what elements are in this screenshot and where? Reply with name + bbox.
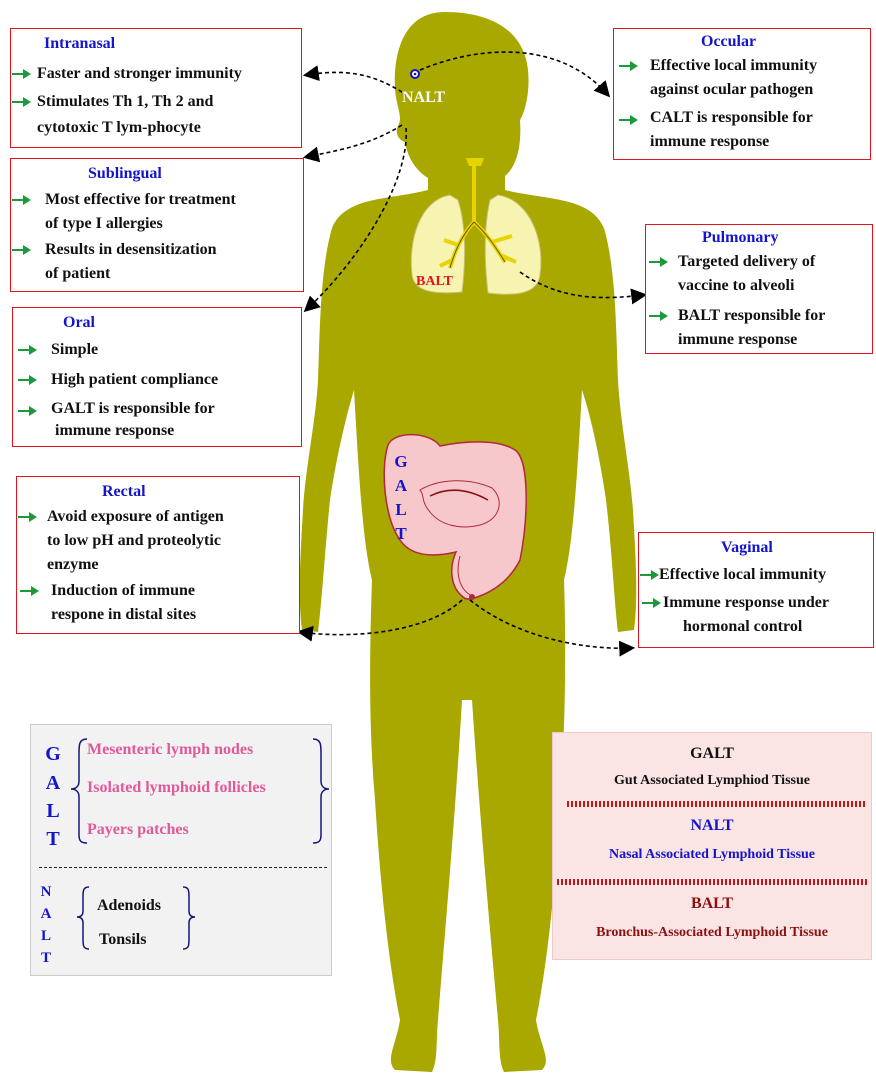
rectal-line-5: respone in distal sites xyxy=(51,606,196,624)
rectal-line-1: Avoid exposure of antigen xyxy=(47,508,224,526)
pulmonary-line-4: immune response xyxy=(678,331,797,349)
legend-balt-full: Bronchus-Associated Lymphoid Tissue xyxy=(553,925,871,941)
legend-divider-2 xyxy=(557,879,867,885)
pulmonary-box: Pulmonary Targeted delivery of vaccine t… xyxy=(645,224,873,354)
arrow-icon xyxy=(17,343,39,357)
nalt-item-tonsils: Tonsils xyxy=(99,931,146,949)
arrow-icon xyxy=(17,373,39,387)
intranasal-line-3: cytotoxic T lym-phocyte xyxy=(37,119,201,137)
arrow-icon xyxy=(639,568,661,582)
balt-figure-label: BALT xyxy=(416,274,453,290)
intranasal-line-1: Faster and stronger immunity xyxy=(37,65,242,83)
arrow-icon xyxy=(11,67,33,81)
legend-galt-full: Gut Associated Lymphiod Tissue xyxy=(553,773,871,789)
vaginal-line-1: Effective local immunity xyxy=(659,566,826,584)
legend-divider-1 xyxy=(567,801,867,807)
arrow-icon xyxy=(17,404,39,418)
rectal-line-2: to low pH and proteolytic xyxy=(47,532,221,550)
connector-intranasal xyxy=(306,72,408,96)
pulmonary-line-2: vaccine to alveoli xyxy=(678,277,794,295)
oral-title: Oral xyxy=(63,314,301,332)
intranasal-title: Intranasal xyxy=(44,35,301,53)
arrow-icon xyxy=(648,255,670,269)
sublingual-line-2: of type I allergies xyxy=(45,215,163,233)
ocular-line-3: CALT is responsible for xyxy=(650,109,813,127)
nalt-figure-label: NALT xyxy=(402,89,445,107)
ocular-line-2: against ocular pathogen xyxy=(650,81,813,99)
rectal-line-4: Induction of immune xyxy=(51,582,195,600)
sublingual-title: Sublingual xyxy=(88,165,303,183)
sublingual-line-3: Results in desensitization xyxy=(45,241,217,259)
arrow-icon xyxy=(11,95,33,109)
vaginal-box: Vaginal Effective local immunity Immune … xyxy=(638,532,874,648)
intranasal-line-2: Stimulates Th 1, Th 2 and xyxy=(37,93,213,111)
legend-galt-abbr: GALT xyxy=(553,745,871,763)
vaginal-line-3: hormonal control xyxy=(683,618,802,636)
oral-line-4: immune response xyxy=(55,422,174,440)
oral-line-3: GALT is responsible for xyxy=(51,400,215,418)
arrow-icon xyxy=(618,59,640,73)
lymphoid-legend-panel: G A L T Mesenteric lymph nodes Isolated … xyxy=(30,724,332,976)
oral-box: Oral Simple High patient compliance GALT… xyxy=(12,307,302,447)
sublingual-line-1: Most effective for treatment xyxy=(45,191,236,209)
arrow-icon xyxy=(17,510,39,524)
ocular-line-1: Effective local immunity xyxy=(650,57,817,75)
rectal-line-3: enzyme xyxy=(47,556,99,574)
arrow-icon xyxy=(19,584,41,598)
arrow-icon xyxy=(11,193,33,207)
connector-sublingual xyxy=(306,125,402,157)
ocular-line-4: immune response xyxy=(650,133,769,151)
sublingual-line-4: of patient xyxy=(45,265,110,283)
intranasal-box: Intranasal Faster and stronger immunity … xyxy=(10,28,302,148)
pulmonary-line-1: Targeted delivery of xyxy=(678,253,815,271)
rectal-box: Rectal Avoid exposure of antigen to low … xyxy=(16,476,300,634)
oral-line-2: High patient compliance xyxy=(51,371,218,389)
ocular-box: Occular Effective local immunity against… xyxy=(613,28,871,160)
vaginal-title: Vaginal xyxy=(721,539,873,557)
abbreviation-legend-panel: GALT Gut Associated Lymphiod Tissue NALT… xyxy=(552,732,872,960)
galt-figure-label: G A L T xyxy=(393,450,409,546)
pulmonary-title: Pulmonary xyxy=(702,229,872,247)
oral-line-1: Simple xyxy=(51,341,98,359)
nalt-item-adenoids: Adenoids xyxy=(97,897,161,915)
arrow-icon xyxy=(618,113,640,127)
arrow-icon xyxy=(11,243,33,257)
nalt-brackets xyxy=(31,725,333,977)
legend-nalt-abbr: NALT xyxy=(553,817,871,835)
arrow-icon xyxy=(648,309,670,323)
legend-nalt-full: Nasal Associated Lymphoid Tissue xyxy=(553,847,871,863)
rectal-title: Rectal xyxy=(102,483,299,501)
legend-balt-abbr: BALT xyxy=(553,895,871,913)
arrow-icon xyxy=(641,596,663,610)
vaginal-line-2: Immune response under xyxy=(663,594,829,612)
ocular-title: Occular xyxy=(701,33,870,51)
pulmonary-line-3: BALT responsible for xyxy=(678,307,825,325)
sublingual-box: Sublingual Most effective for treatment … xyxy=(10,158,304,292)
